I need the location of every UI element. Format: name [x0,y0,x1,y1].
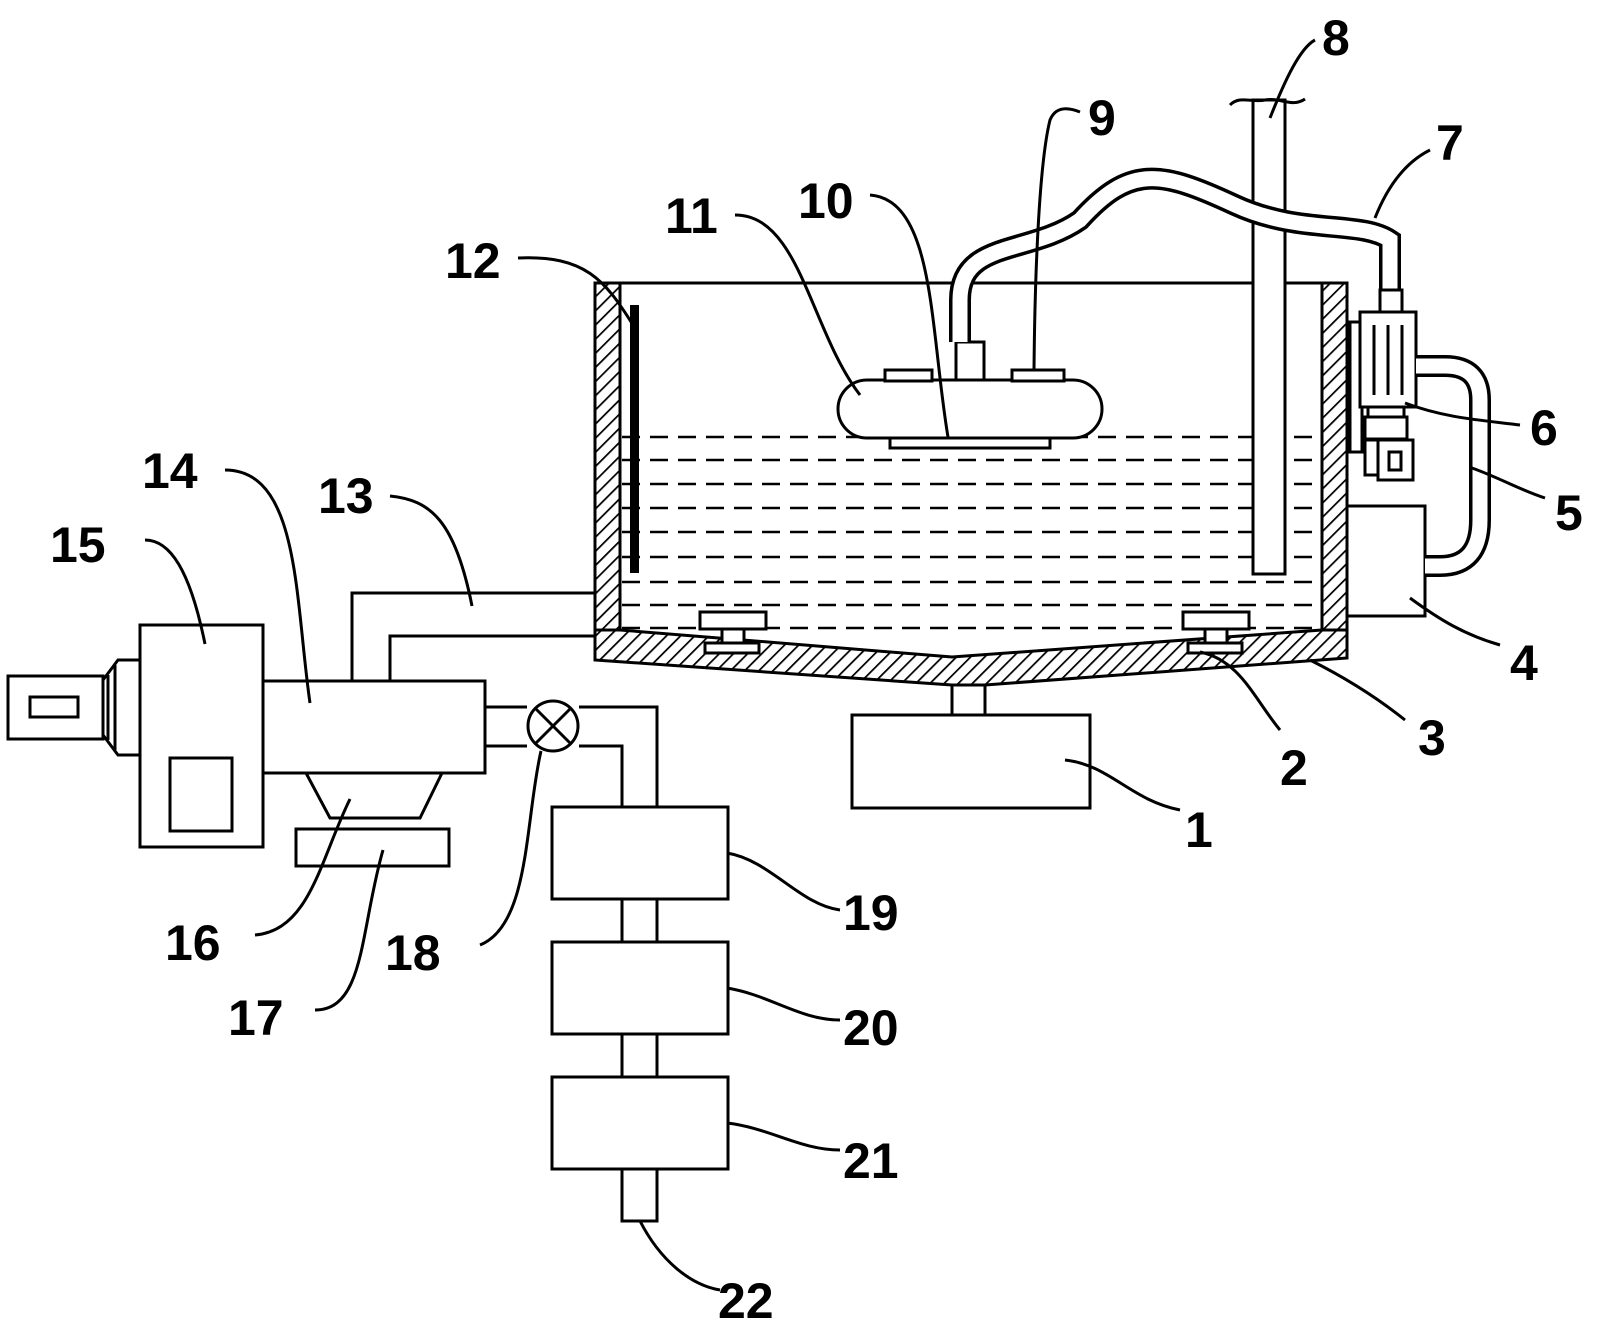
vertical-pipe [1228,97,1306,576]
label-2: 2 [1280,740,1308,796]
base-box [850,683,1092,810]
label-19: 19 [843,885,899,941]
valve [485,699,659,807]
label-6: 6 [1530,400,1558,456]
label-5: 5 [1555,485,1583,541]
treatment-train [550,805,730,1223]
electrode-plate [630,305,639,573]
tank-wall [593,281,1349,687]
label-13: 13 [318,468,374,524]
labels: 1 2 3 4 5 6 7 8 9 10 11 12 13 14 15 16 1… [50,10,1583,1327]
label-20: 20 [843,1000,899,1056]
label-16: 16 [165,915,221,971]
label-14: 14 [142,443,198,499]
hopper [303,771,445,820]
liquid-level [622,435,1320,630]
label-4: 4 [1510,635,1538,691]
label-15: 15 [50,517,106,573]
label-11: 11 [665,188,718,244]
label-9: 9 [1088,90,1116,146]
label-8: 8 [1322,10,1350,66]
base-plate [294,827,451,868]
label-12: 12 [445,233,501,289]
outlet-pipe [350,591,595,681]
label-1: 1 [1185,802,1213,858]
label-21: 21 [843,1133,899,1189]
diffusers [698,610,1251,655]
label-17: 17 [228,990,284,1046]
label-22: 22 [718,1273,774,1327]
label-18: 18 [385,925,441,981]
extruder-body [261,679,487,775]
float-unit [836,340,1104,450]
leader-lines [144,38,1546,1292]
label-10: 10 [798,173,854,229]
label-3: 3 [1418,710,1446,766]
drive-unit [6,623,265,849]
label-7: 7 [1436,115,1464,171]
pump-motor [1348,288,1418,482]
